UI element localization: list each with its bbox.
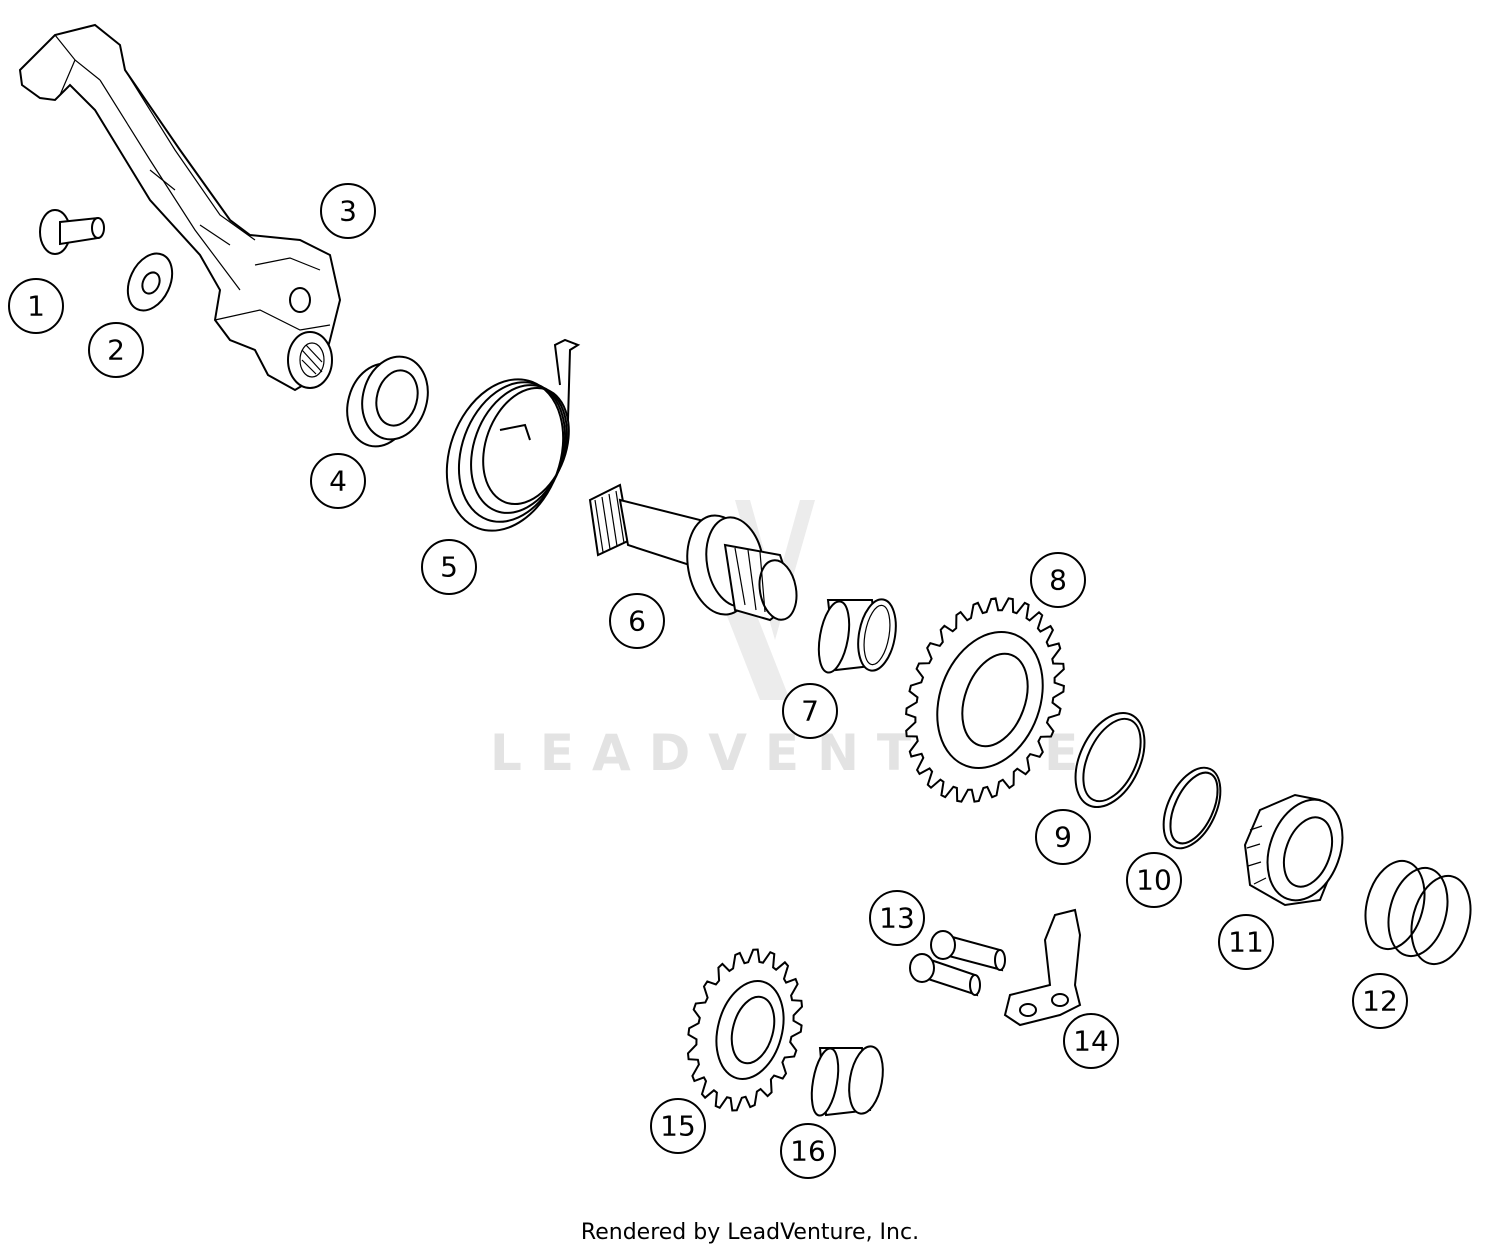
part-7-bushing [817, 598, 897, 674]
part-11-ratchet [1243, 793, 1344, 907]
callout-3: 3 [320, 183, 376, 239]
callout-label: 2 [107, 334, 125, 367]
callout-label: 5 [440, 551, 458, 584]
callout-1: 1 [8, 278, 64, 334]
callout-label: 7 [801, 695, 819, 728]
callout-label: 6 [628, 605, 646, 638]
callout-8: 8 [1030, 552, 1086, 608]
callout-label: 15 [660, 1110, 696, 1143]
callout-label: 12 [1362, 985, 1398, 1018]
part-3-kick-lever [18, 23, 342, 392]
callout-11: 11 [1218, 914, 1274, 970]
callout-4: 4 [310, 453, 366, 509]
callout-16: 16 [780, 1123, 836, 1179]
part-1-pin [39, 209, 105, 255]
callout-15: 15 [650, 1098, 706, 1154]
part-15-gear [686, 948, 804, 1112]
callout-2: 2 [88, 322, 144, 378]
callout-label: 14 [1073, 1025, 1109, 1058]
part-9-ring [1074, 711, 1146, 809]
callout-label: 9 [1054, 821, 1072, 854]
footer-credit: Rendered by LeadVenture, Inc. [580, 1220, 920, 1245]
part-12-spring [1364, 859, 1472, 966]
part-5-spring [445, 338, 581, 532]
callout-label: 1 [27, 290, 45, 323]
callout-9: 9 [1035, 809, 1091, 865]
callout-6: 6 [609, 593, 665, 649]
callout-label: 10 [1136, 864, 1172, 897]
callout-label: 11 [1228, 926, 1264, 959]
part-8-gear [905, 597, 1065, 803]
callout-label: 3 [339, 195, 357, 228]
part-2-washer [126, 252, 174, 312]
callout-7: 7 [782, 683, 838, 739]
callout-12: 12 [1352, 973, 1408, 1029]
part-6-kick-shaft [588, 483, 798, 622]
part-10-circlip [1162, 766, 1222, 850]
callout-10: 10 [1126, 852, 1182, 908]
callout-14: 14 [1063, 1013, 1119, 1069]
callout-label: 8 [1049, 564, 1067, 597]
callout-label: 13 [879, 902, 915, 935]
callout-5: 5 [421, 539, 477, 595]
callout-13: 13 [869, 890, 925, 946]
part-13-screws [909, 930, 1006, 997]
part-4-seal [346, 355, 429, 448]
part-14-stop-plate [1003, 908, 1082, 1027]
callout-label: 4 [329, 465, 347, 498]
part-16-bushing [810, 1045, 884, 1117]
callout-label: 16 [790, 1135, 826, 1168]
